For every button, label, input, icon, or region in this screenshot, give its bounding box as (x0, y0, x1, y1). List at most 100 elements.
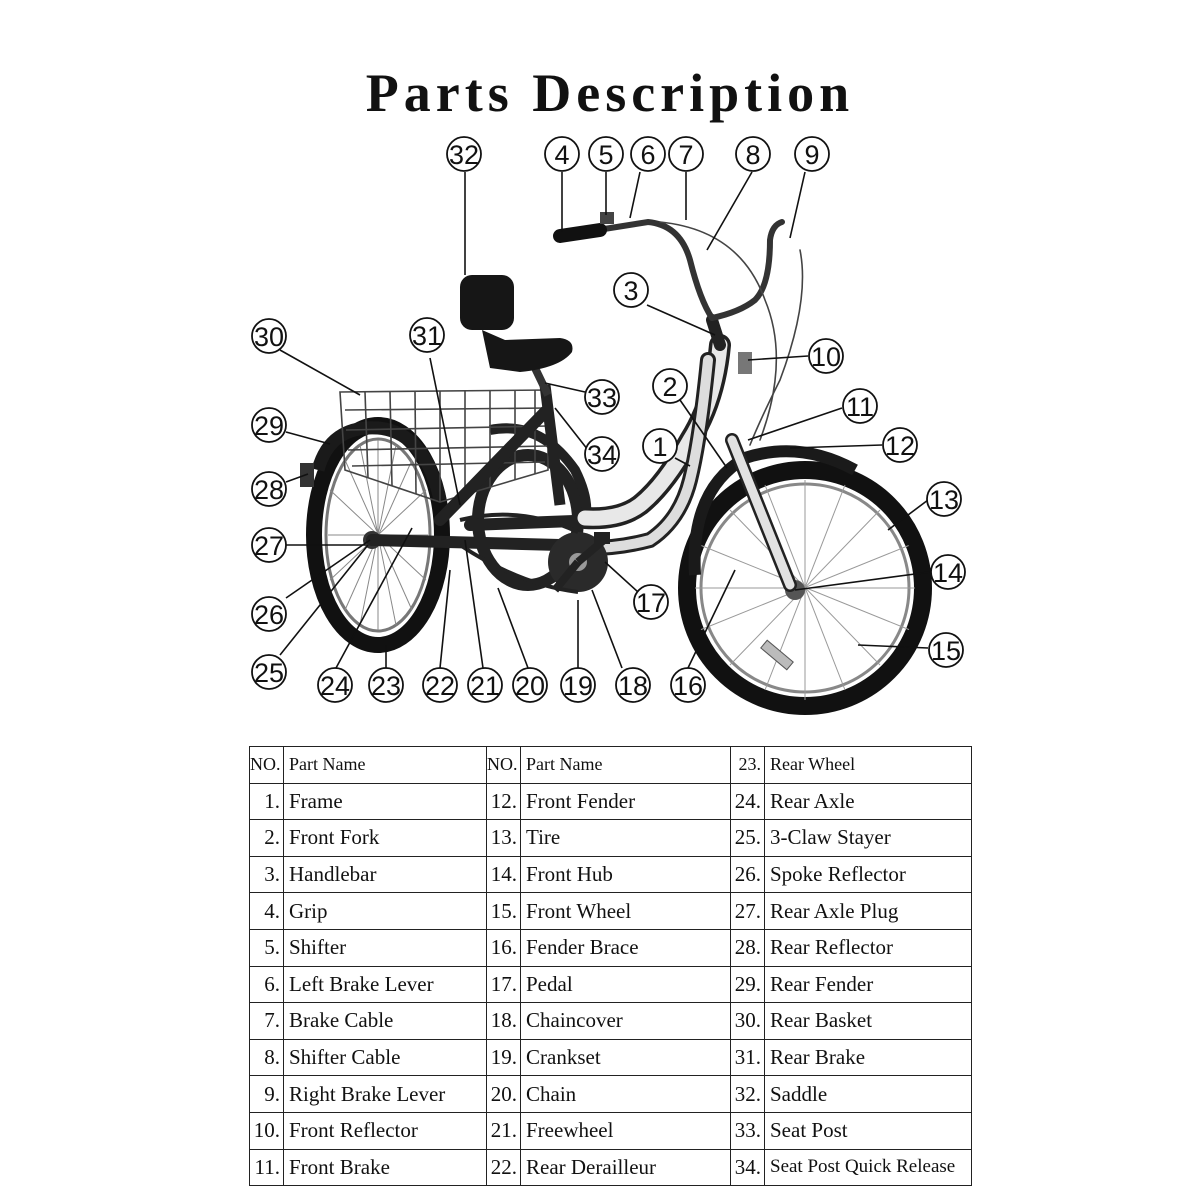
callout-25: 25 (252, 655, 286, 689)
callout-17: 17 (634, 585, 668, 619)
part-name: Brake Cable (284, 1003, 487, 1040)
callout-29: 29 (252, 408, 286, 442)
callout-14: 14 (931, 555, 965, 589)
part-number: 11. (250, 1149, 284, 1186)
callout-number: 11 (846, 392, 874, 422)
callout-19: 19 (561, 668, 595, 702)
table-row: 11.Front Brake22.Rear Derailleur34.Seat … (250, 1149, 972, 1186)
table-header-row: NO.Part NameNO.Part Name23.Rear Wheel (250, 747, 972, 784)
part-number: 3. (250, 856, 284, 893)
callout-number: 20 (515, 671, 545, 701)
part-number: 4. (250, 893, 284, 930)
callout-number: 1 (652, 432, 667, 462)
callout-number: 16 (673, 671, 703, 701)
callout-5: 5 (589, 137, 623, 171)
part-number: 13. (487, 820, 521, 857)
part-name: Rear Fender (765, 966, 972, 1003)
callout-number: 15 (931, 636, 961, 666)
callout-24: 24 (318, 668, 352, 702)
part-number: 22. (487, 1149, 521, 1186)
part-name: Right Brake Lever (284, 1076, 487, 1113)
part-name: Freewheel (521, 1112, 731, 1149)
callout-2: 2 (653, 369, 687, 403)
callout-number: 23 (371, 671, 401, 701)
part-number: 15. (487, 893, 521, 930)
callout-number: 33 (587, 383, 617, 413)
callout-number: 28 (254, 475, 284, 505)
part-name: Front Fender (521, 783, 731, 820)
part-number: 6. (250, 966, 284, 1003)
callout-number: 24 (320, 671, 350, 701)
callout-number: 31 (412, 321, 442, 351)
part-name: Front Reflector (284, 1112, 487, 1149)
table-header-name: Part Name (284, 747, 487, 784)
callout-number: 21 (470, 671, 500, 701)
part-name: Front Hub (521, 856, 731, 893)
callout-number: 8 (745, 140, 760, 170)
callout-1: 1 (643, 429, 677, 463)
front-reflector-shape (738, 352, 752, 374)
callout-15: 15 (929, 633, 963, 667)
callout-32: 32 (447, 137, 481, 171)
callout-30: 30 (252, 319, 286, 353)
part-number: 8. (250, 1039, 284, 1076)
callout-number: 14 (933, 558, 963, 588)
part-number: 7. (250, 1003, 284, 1040)
part-number: 34. (731, 1149, 765, 1186)
part-number: 19. (487, 1039, 521, 1076)
part-name: Pedal (521, 966, 731, 1003)
part-name: Shifter (284, 929, 487, 966)
part-number: 16. (487, 929, 521, 966)
callout-number: 18 (618, 671, 648, 701)
part-name: Handlebar (284, 856, 487, 893)
part-name: Chain (521, 1076, 731, 1113)
part-number: 30. (731, 1003, 765, 1040)
part-number: 31. (731, 1039, 765, 1076)
callout-number: 13 (929, 485, 959, 515)
table-header-name: Part Name (521, 747, 731, 784)
callout-10: 10 (809, 339, 843, 373)
table-header-no: NO. (250, 747, 284, 784)
part-number: 14. (487, 856, 521, 893)
callout-27: 27 (252, 528, 286, 562)
callout-7: 7 (669, 137, 703, 171)
callout-6: 6 (631, 137, 665, 171)
part-name: Chaincover (521, 1003, 731, 1040)
callout-number: 34 (587, 440, 617, 470)
part-number: 27. (731, 893, 765, 930)
callout-number: 6 (640, 140, 655, 170)
part-name: Rear Brake (765, 1039, 972, 1076)
part-number: 24. (731, 783, 765, 820)
part-number: 28. (731, 929, 765, 966)
callout-number: 10 (811, 342, 841, 372)
part-name: Front Brake (284, 1149, 487, 1186)
part-name: 3-Claw Stayer (765, 820, 972, 857)
part-name: Saddle (765, 1076, 972, 1113)
tricycle-diagram: 1234567891011121314151617181920212223242… (0, 0, 1200, 740)
part-name: Grip (284, 893, 487, 930)
part-name: Rear Reflector (765, 929, 972, 966)
callout-33: 33 (585, 380, 619, 414)
callout-number: 3 (623, 276, 638, 306)
part-number: 10. (250, 1112, 284, 1149)
callout-number: 32 (449, 140, 479, 170)
callout-13: 13 (927, 482, 961, 516)
callout-number: 25 (254, 658, 284, 688)
callout-number: 30 (254, 322, 284, 352)
front-fork (732, 440, 790, 585)
part-name: Tire (521, 820, 731, 857)
part-name: Spoke Reflector (765, 856, 972, 893)
part-number: 21. (487, 1112, 521, 1149)
part-number: 18. (487, 1003, 521, 1040)
part-name: Rear Derailleur (521, 1149, 731, 1186)
callout-number: 9 (804, 140, 819, 170)
callout-number: 2 (662, 372, 677, 402)
callout-number: 27 (254, 531, 284, 561)
callout-number: 17 (636, 588, 666, 618)
part-name: Seat Post (765, 1112, 972, 1149)
part-number: 26. (731, 856, 765, 893)
